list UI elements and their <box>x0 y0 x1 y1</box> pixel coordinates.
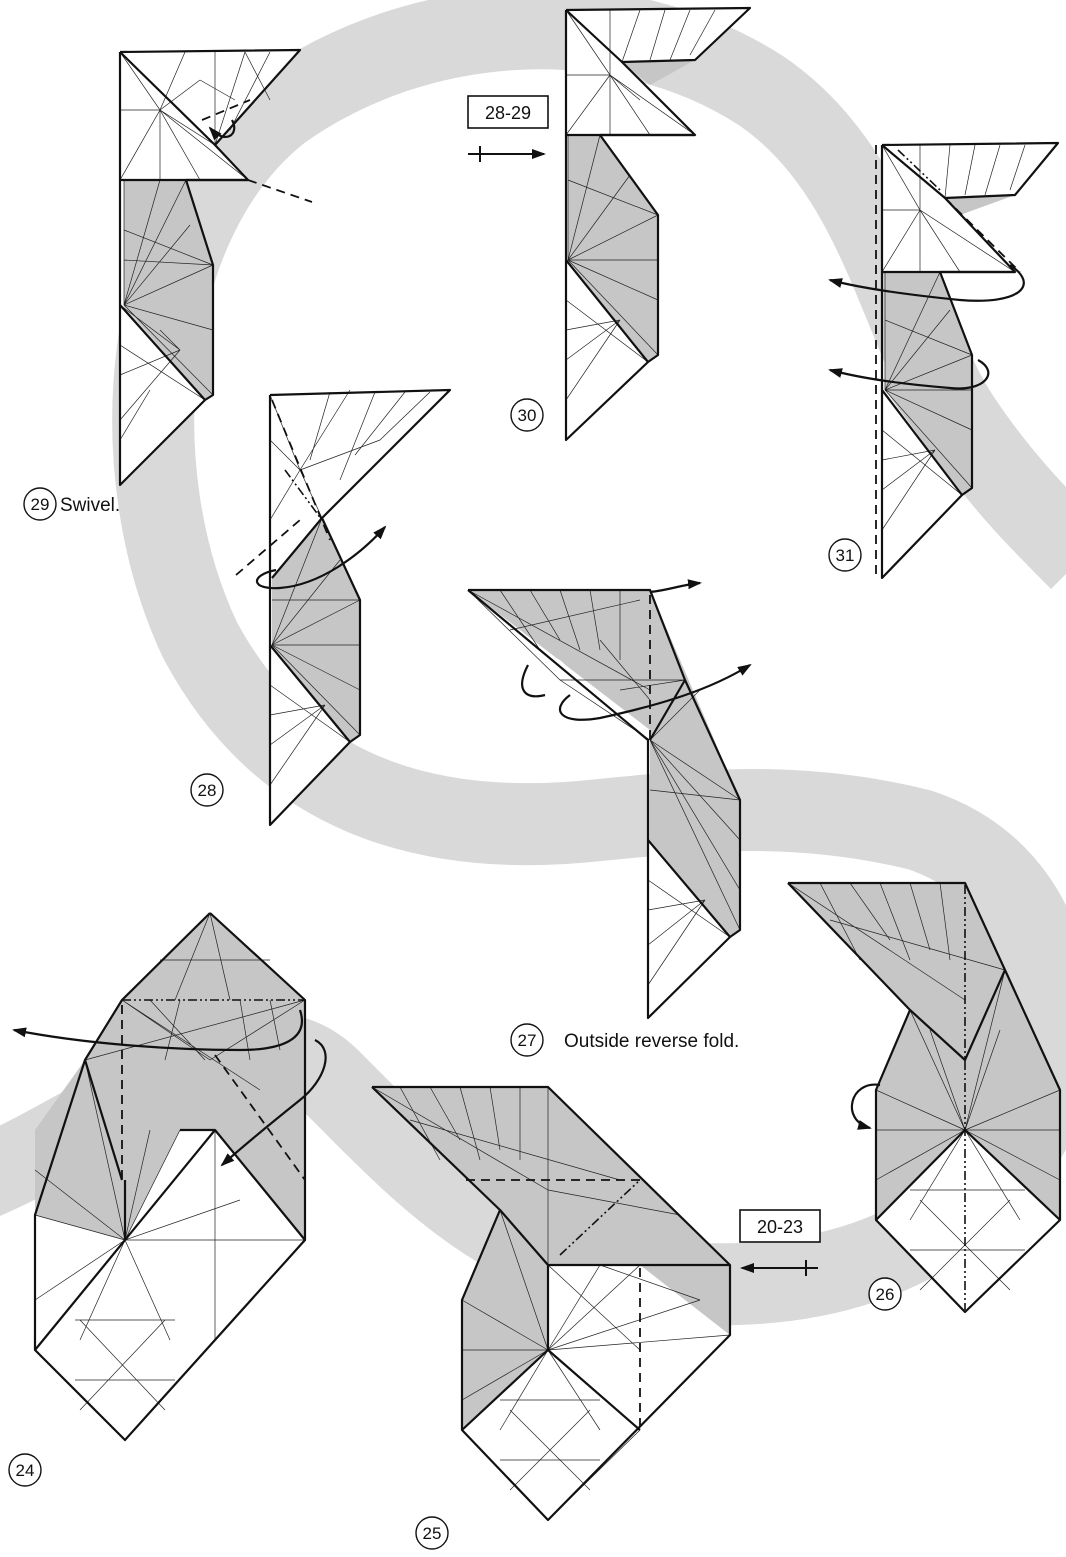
step-25-label: 25 <box>416 1517 448 1549</box>
repeat-label-28-29: 28-29 <box>485 103 531 123</box>
step-27-label: 27 Outside reverse fold. <box>511 1024 739 1056</box>
step-30-label: 30 <box>511 399 543 431</box>
step-31-label: 31 <box>829 539 861 571</box>
step-29-label: 29 Swivel. <box>24 488 120 520</box>
step-27-caption: Outside reverse fold. <box>564 1031 739 1052</box>
step-31-number: 31 <box>836 546 855 565</box>
step-24-number: 24 <box>16 1461 35 1480</box>
step-28-label: 28 <box>191 774 223 806</box>
repeat-label-20-23: 20-23 <box>757 1217 803 1237</box>
step-24-model <box>14 913 326 1440</box>
step-24-label: 24 <box>9 1454 41 1486</box>
step-28-number: 28 <box>198 781 217 800</box>
repeat-box-28-29: 28-29 <box>468 96 548 162</box>
step-29-number: 29 <box>31 495 50 514</box>
step-29-caption: Swivel. <box>60 495 120 516</box>
step-27-number: 27 <box>518 1031 537 1050</box>
step-26-number: 26 <box>876 1285 895 1304</box>
step-25-number: 25 <box>423 1524 442 1543</box>
step-30-number: 30 <box>518 406 537 425</box>
step-26-label: 26 <box>869 1278 901 1310</box>
